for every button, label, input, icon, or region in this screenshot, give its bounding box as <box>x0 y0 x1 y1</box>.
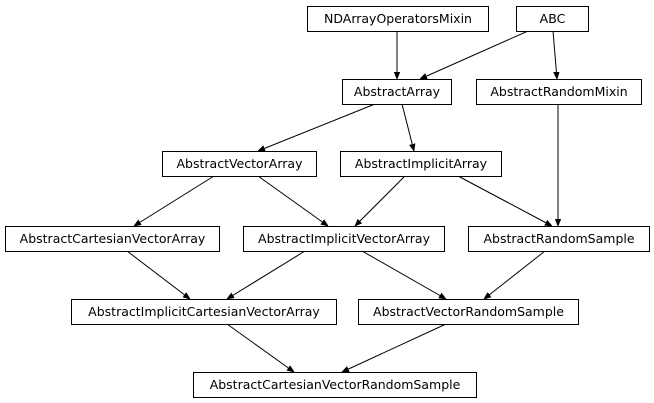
node-label: AbstractImplicitArray <box>355 156 488 171</box>
node-box <box>162 151 317 177</box>
node-box <box>71 299 337 325</box>
edge-abc-to-abstract_array <box>420 30 529 80</box>
node-box <box>340 151 502 177</box>
node-abstract-array: AbstractArray <box>342 79 452 105</box>
edge-abstract_array-to-abstract_implicit_array <box>401 103 414 151</box>
node-abstract-random-sample: AbstractRandomSample <box>468 226 650 252</box>
node-abstract-implicit-array: AbstractImplicitArray <box>340 151 502 177</box>
node-box <box>516 6 589 32</box>
node-abstract-implicit-vector-array: AbstractImplicitVectorArray <box>243 226 445 252</box>
edge-abstract_vector_array-to-abstract_implicit_vector_array <box>257 175 328 226</box>
node-label: AbstractArray <box>354 84 441 99</box>
node-label: AbstractImplicitCartesianVectorArray <box>88 304 320 319</box>
node-box <box>243 226 445 252</box>
node-abstract-cartesian-vector-random-sample: AbstractCartesianVectorRandomSample <box>193 372 477 398</box>
node-abc: ABC <box>516 6 589 32</box>
node-label: AbstractImplicitVectorArray <box>258 231 431 246</box>
node-label: NDArrayOperatorsMixin <box>324 11 472 26</box>
edge-abstract_vector_array-to-abstract_cartesian_vector_array <box>134 175 215 226</box>
edges <box>126 30 558 373</box>
node-label: AbstractCartesianVectorArray <box>20 231 206 246</box>
node-abstract-cartesian-vector-array: AbstractCartesianVectorArray <box>5 226 220 252</box>
node-abstract-vector-random-sample: AbstractVectorRandomSample <box>358 299 579 325</box>
node-abstract-vector-array: AbstractVectorArray <box>162 151 317 177</box>
node-box <box>358 299 579 325</box>
node-box <box>468 226 650 252</box>
node-box <box>342 79 452 105</box>
node-label: AbstractVectorArray <box>177 156 304 171</box>
edge-abstract_implicit_vector_array-to-abstract_implicit_cartesian_vector_array <box>227 250 306 299</box>
edge-abstract_implicit_cartesian_vector_array-to-abstract_cartesian_vector_random_sample <box>226 323 294 372</box>
edge-abstract_implicit_vector_array-to-abstract_vector_random_sample <box>361 250 446 299</box>
node-box <box>193 372 477 398</box>
edge-abc-to-abstract_random_mixin <box>552 30 557 79</box>
edge-abstract_cartesian_vector_array-to-abstract_implicit_cartesian_vector_array <box>126 250 190 299</box>
edge-abstract_implicit_array-to-abstract_random_sample <box>457 175 552 226</box>
node-label: ABC <box>540 11 566 26</box>
node-box <box>5 226 220 252</box>
node-ndarray-mixin: NDArrayOperatorsMixin <box>307 6 489 32</box>
edge-abstract_vector_random_sample-to-abstract_cartesian_vector_random_sample <box>342 323 447 373</box>
node-label: AbstractRandomSample <box>483 231 634 246</box>
node-label: AbstractRandomMixin <box>490 84 627 99</box>
node-abstract-implicit-cartesian-vector-array: AbstractImplicitCartesianVectorArray <box>71 299 337 325</box>
edge-abstract_random_sample-to-abstract_vector_random_sample <box>484 250 546 299</box>
node-label: AbstractVectorRandomSample <box>373 304 564 319</box>
node-abstract-random-mixin: AbstractRandomMixin <box>476 79 642 105</box>
node-label: AbstractCartesianVectorRandomSample <box>210 377 461 392</box>
edge-abstract_array-to-abstract_vector_array <box>258 103 376 152</box>
node-box <box>476 79 642 105</box>
edge-abstract_implicit_array-to-abstract_implicit_vector_array <box>355 175 406 226</box>
node-box <box>307 6 489 32</box>
